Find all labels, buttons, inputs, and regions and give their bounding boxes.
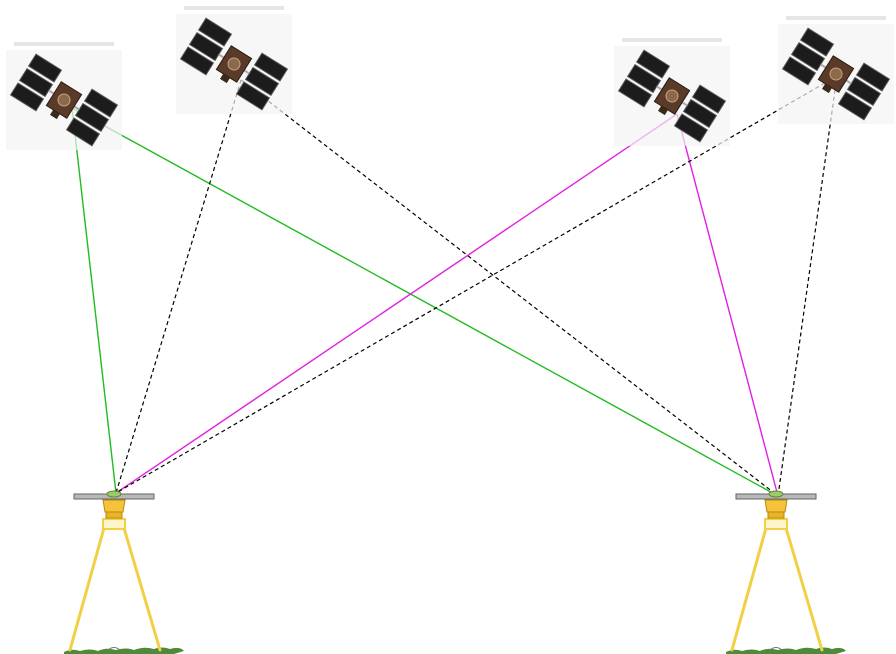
sat-1-satellite-icon	[6, 42, 122, 150]
ground-marker	[107, 647, 121, 651]
ground-marker	[769, 647, 783, 651]
signal-links	[71, 75, 838, 497]
sat-2-satellite-icon	[176, 6, 292, 114]
signal-link-sat-4-to-receiver-left	[115, 75, 838, 494]
receiver-left-station	[64, 490, 184, 654]
signal-link-sat-2-to-receiver-left	[115, 79, 242, 494]
receivers	[64, 490, 846, 654]
signal-link-sat-1-to-receiver-right	[71, 107, 779, 497]
sat-4-satellite-icon	[778, 16, 894, 124]
receiver-right-station	[726, 490, 846, 654]
ground-grass	[64, 647, 184, 654]
gnss-receiver-icon	[102, 499, 126, 513]
signal-link-sat-1-to-receiver-left	[71, 107, 117, 494]
ground-grass	[726, 647, 846, 654]
signal-link-sat-2-to-receiver-right	[240, 79, 779, 497]
sat-3-satellite-icon	[614, 38, 730, 146]
tripod-icon	[68, 518, 162, 652]
satellites	[6, 6, 894, 150]
gnss-receiver-icon	[764, 499, 788, 513]
signal-link-sat-3-to-receiver-right	[676, 113, 779, 497]
signal-link-sat-3-to-receiver-left	[115, 113, 678, 494]
signal-link-sat-4-to-receiver-right	[777, 75, 838, 497]
tripod-icon	[730, 518, 824, 652]
